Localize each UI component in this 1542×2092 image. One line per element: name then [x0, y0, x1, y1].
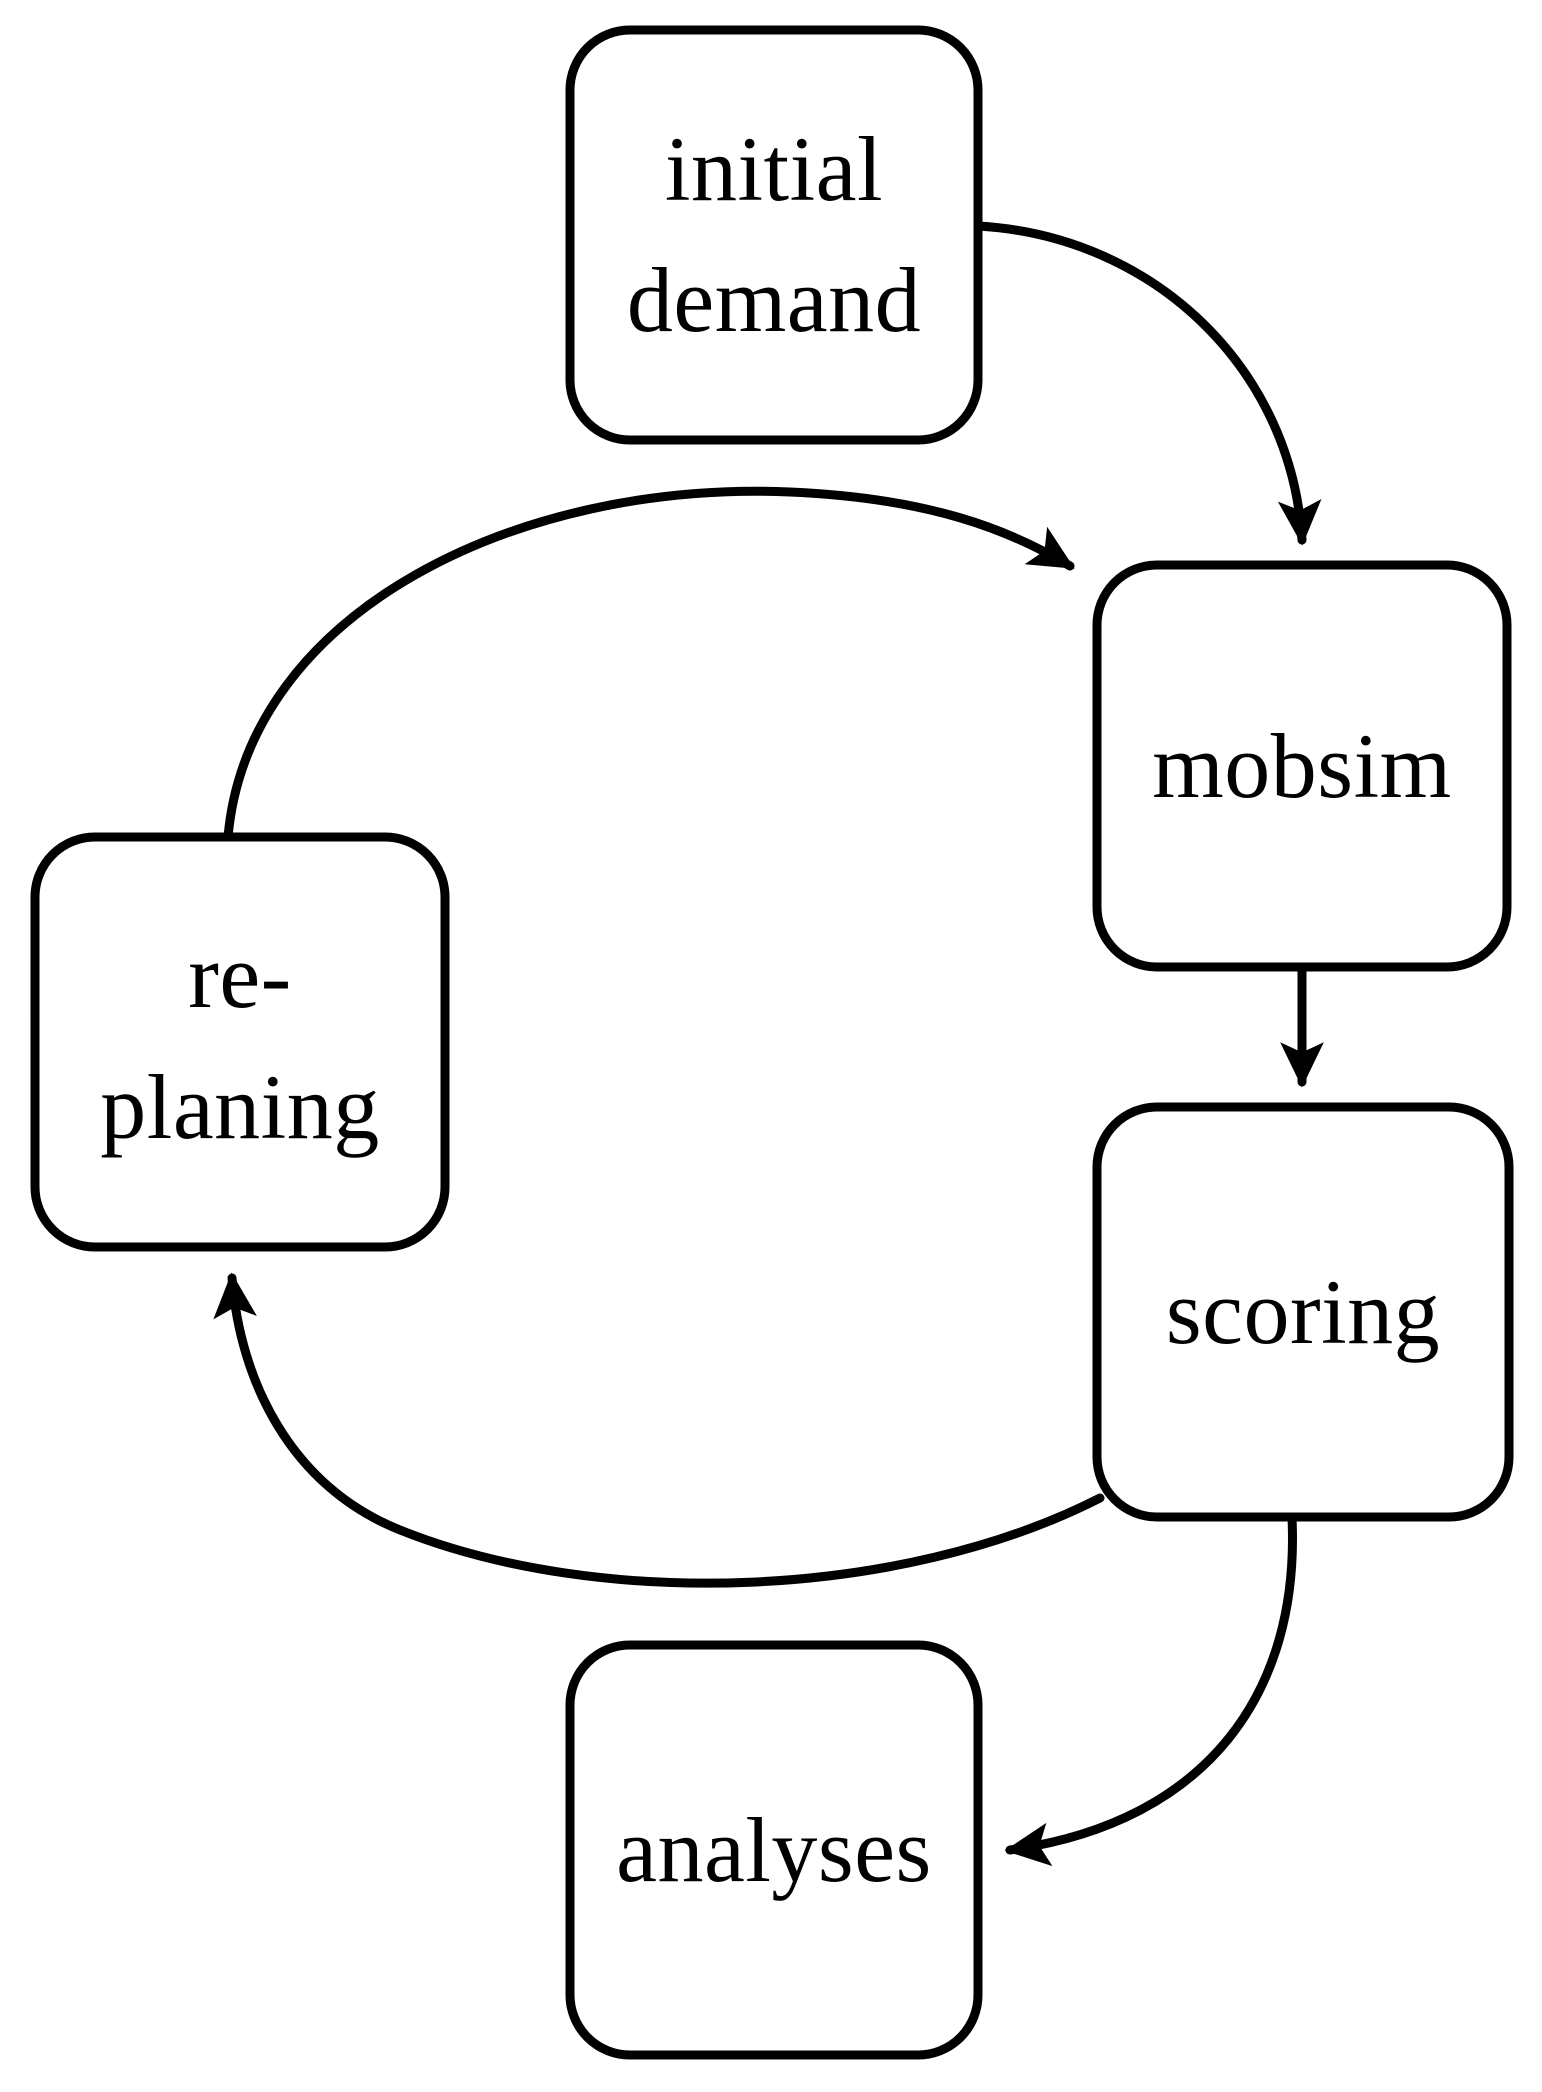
- node-box-mobsim[interactable]: [1092, 560, 1512, 972]
- node-box-scoring[interactable]: [1092, 1102, 1514, 1522]
- edge-re-planing-to-mobsim: [223, 486, 1075, 842]
- node-box-analyses[interactable]: [565, 1640, 983, 2060]
- edge-scoring-to-re-planing: [213, 1272, 1105, 1588]
- edge-initial-demand-to-mobsim: [973, 221, 1322, 546]
- node-box-re-planing[interactable]: [30, 832, 450, 1252]
- edge-scoring-to-analyses: [1004, 1513, 1297, 1867]
- node-box-initial-demand[interactable]: [565, 25, 983, 445]
